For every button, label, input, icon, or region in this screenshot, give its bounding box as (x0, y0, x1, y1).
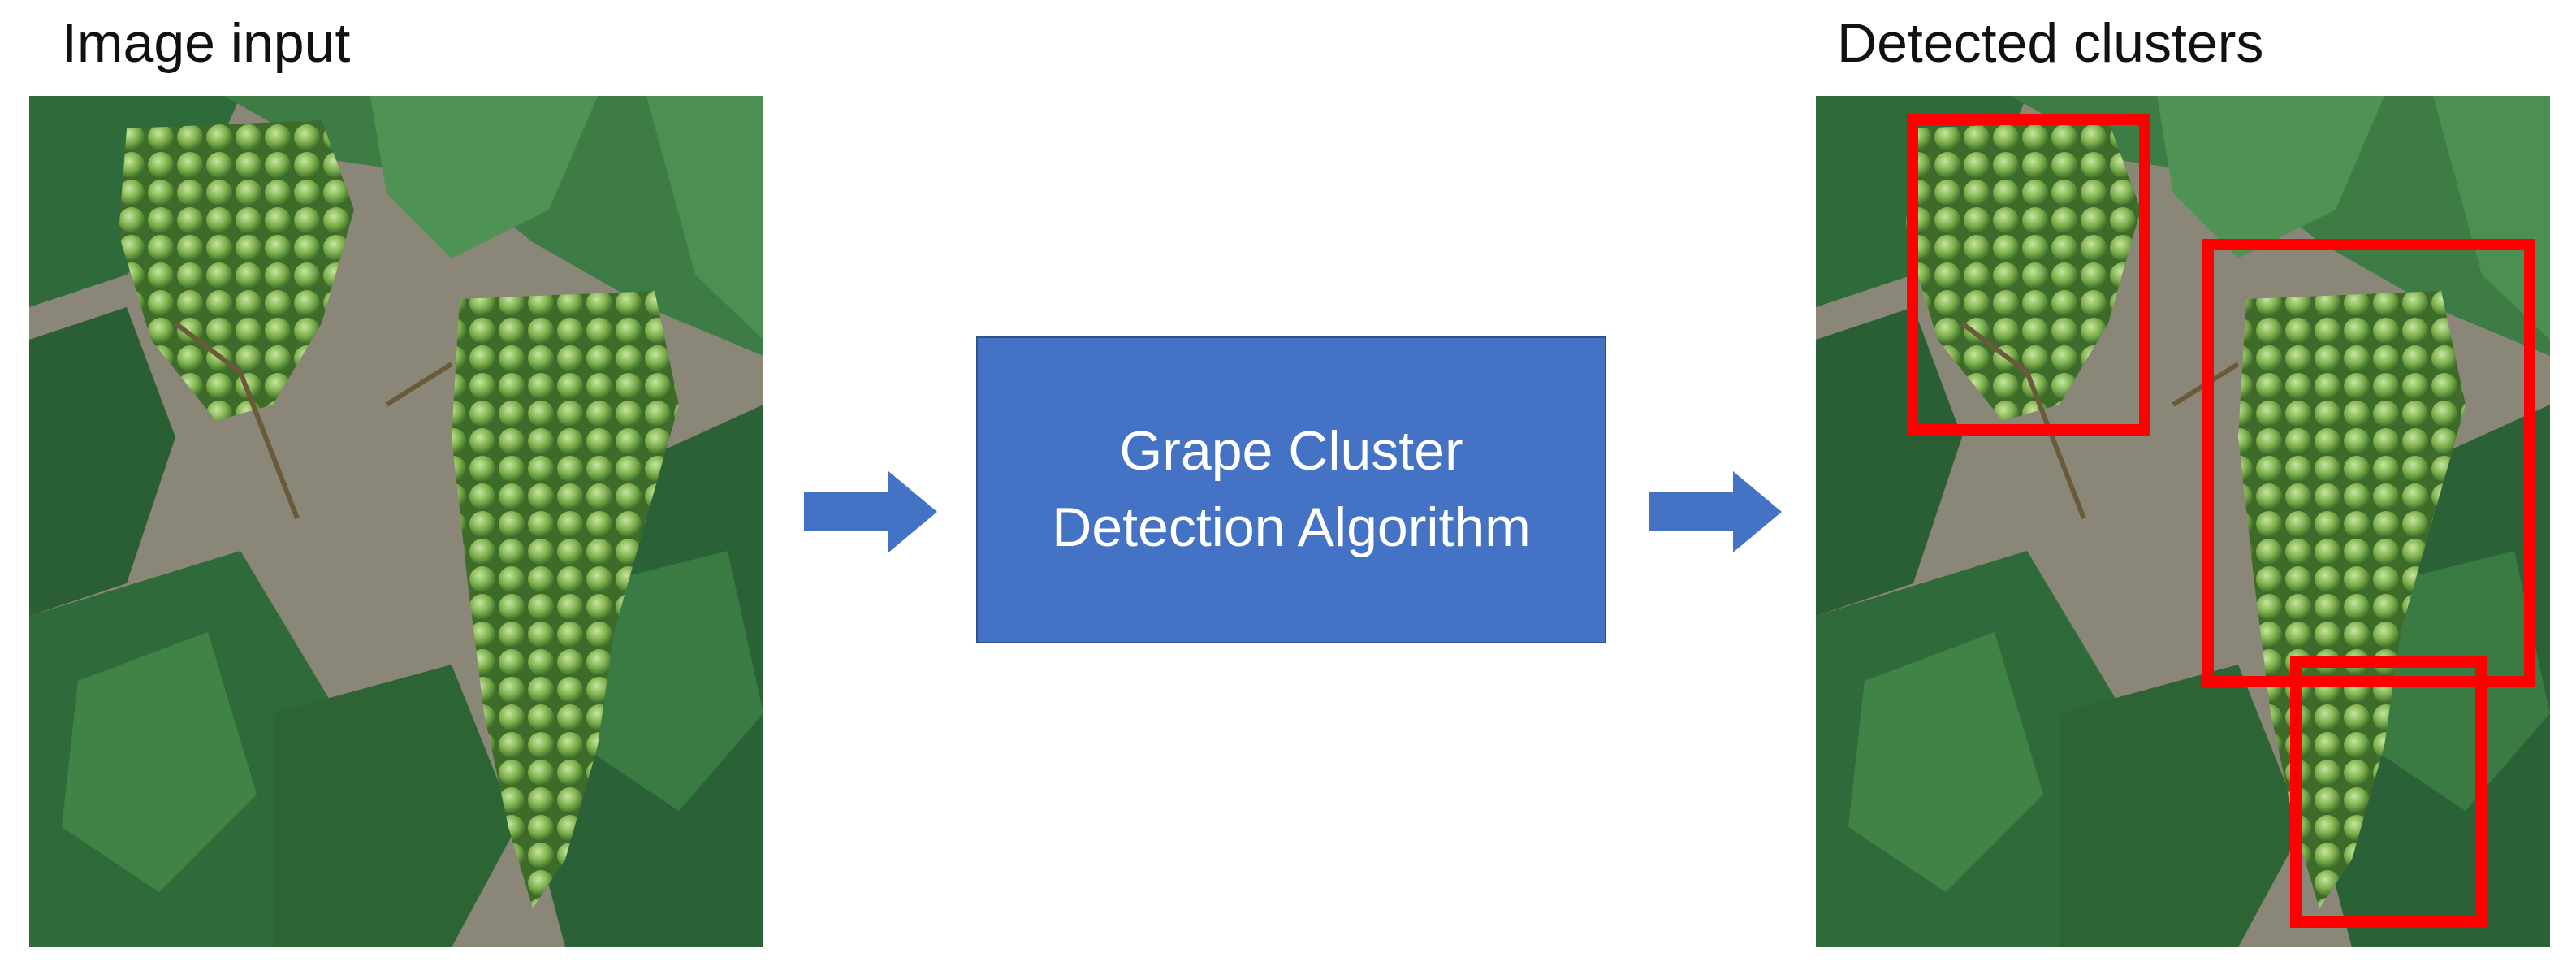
right-arrow-icon (1649, 471, 1782, 552)
arrow-shape (1649, 471, 1782, 552)
right-arrow-icon (804, 471, 937, 552)
input-grape-photo (29, 96, 763, 947)
algorithm-label: Grape Cluster Detection Algorithm (1052, 414, 1531, 566)
input-image-title: Image input (62, 12, 351, 74)
detected-clusters-title: Detected clusters (1837, 12, 2264, 74)
detection-box-3 (2290, 656, 2487, 928)
arrow-shape (804, 471, 937, 552)
grape-vine-illustration (29, 96, 763, 947)
detection-box-2 (2202, 239, 2535, 687)
detection-box-1 (1907, 114, 2150, 436)
algorithm-label-line-2: Detection Algorithm (1052, 496, 1531, 558)
grape-vine-illustration (1816, 96, 2550, 947)
output-grape-photo (1816, 96, 2550, 947)
algorithm-label-line-1: Grape Cluster (1119, 420, 1463, 483)
detection-algorithm-box: Grape Cluster Detection Algorithm (976, 336, 1606, 644)
